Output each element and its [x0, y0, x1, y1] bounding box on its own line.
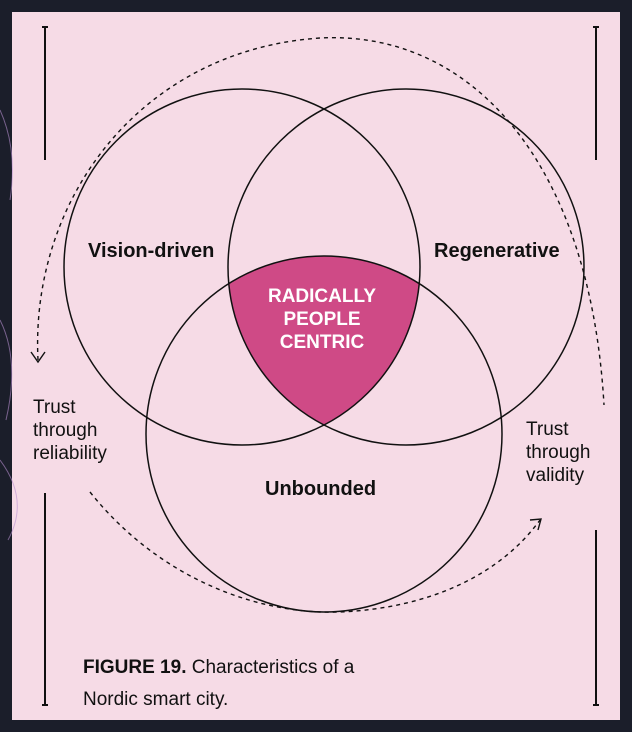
- arrow-right-icon: [529, 518, 542, 531]
- label-radically-people-centric: RADICALLY PEOPLE CENTRIC: [267, 286, 377, 353]
- circle-regenerative: [227, 88, 585, 446]
- figure-caption: FIGURE 19. Characteristics of a Nordic s…: [83, 652, 383, 716]
- label-regenerative: Regenerative: [434, 240, 560, 262]
- label-trust-reliability: Trust through reliability: [33, 397, 107, 464]
- trust-cycle: [36, 37, 605, 613]
- frame-brackets: [42, 26, 599, 706]
- arrow-left-icon: [30, 351, 46, 364]
- cycle-arc-top: [36, 37, 605, 406]
- label-vision-driven: Vision-driven: [88, 240, 215, 262]
- cycle-arrows: [30, 351, 542, 531]
- venn-circles: [63, 88, 585, 613]
- label-unbounded: Unbounded: [265, 478, 377, 500]
- label-trust-validity: Trust through validity: [526, 419, 591, 486]
- caption-figure-number: FIGURE 19.: [83, 657, 187, 678]
- circle-vision-driven: [63, 88, 421, 446]
- caption-text: Characteristics of a Nordic smart city.: [83, 657, 355, 710]
- circle-unbounded: [145, 255, 503, 613]
- cycle-arc-bottom: [89, 491, 541, 613]
